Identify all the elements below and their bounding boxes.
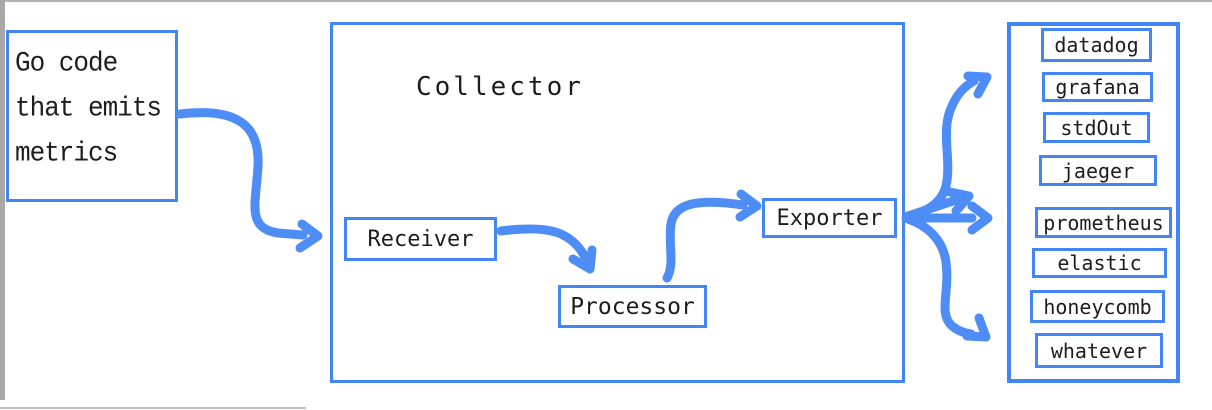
collector-title: Collector	[416, 72, 584, 102]
exporter-box: Exporter	[762, 198, 897, 238]
sink-box-grafana: grafana	[1042, 72, 1153, 102]
receiver-box: Receiver	[344, 217, 497, 261]
source-text-line1: Go code	[15, 46, 118, 79]
source-text-line3: metrics	[15, 136, 118, 169]
sink-box-jaeger: jaeger	[1039, 155, 1157, 186]
sink-box-honeycomb: honeycomb	[1030, 290, 1165, 323]
arrow-exporter-to-bottom-sinks	[903, 214, 991, 342]
sink-box-stdout: stdOut	[1043, 112, 1150, 143]
source-text-line2: that emits	[15, 91, 162, 124]
sink-box-whatever: whatever	[1035, 333, 1163, 368]
sink-box-datadog: datadog	[1041, 28, 1152, 62]
arrow-exporter-to-top-sinks	[903, 71, 992, 221]
arrow-exporter-to-middle-sinks	[901, 201, 993, 235]
window-edge-left	[0, 0, 5, 400]
sink-box-prometheus: prometheus	[1035, 207, 1172, 238]
source-code-box: Go code that emits metrics	[6, 30, 178, 202]
sink-box-elastic: elastic	[1032, 248, 1167, 278]
processor-box: Processor	[558, 285, 707, 328]
window-edge-bottom	[0, 407, 306, 409]
arrow-source-to-collector	[175, 108, 323, 253]
arrow-exporter-to-middle-upper	[903, 187, 974, 221]
window-edge-top	[0, 0, 1212, 2]
